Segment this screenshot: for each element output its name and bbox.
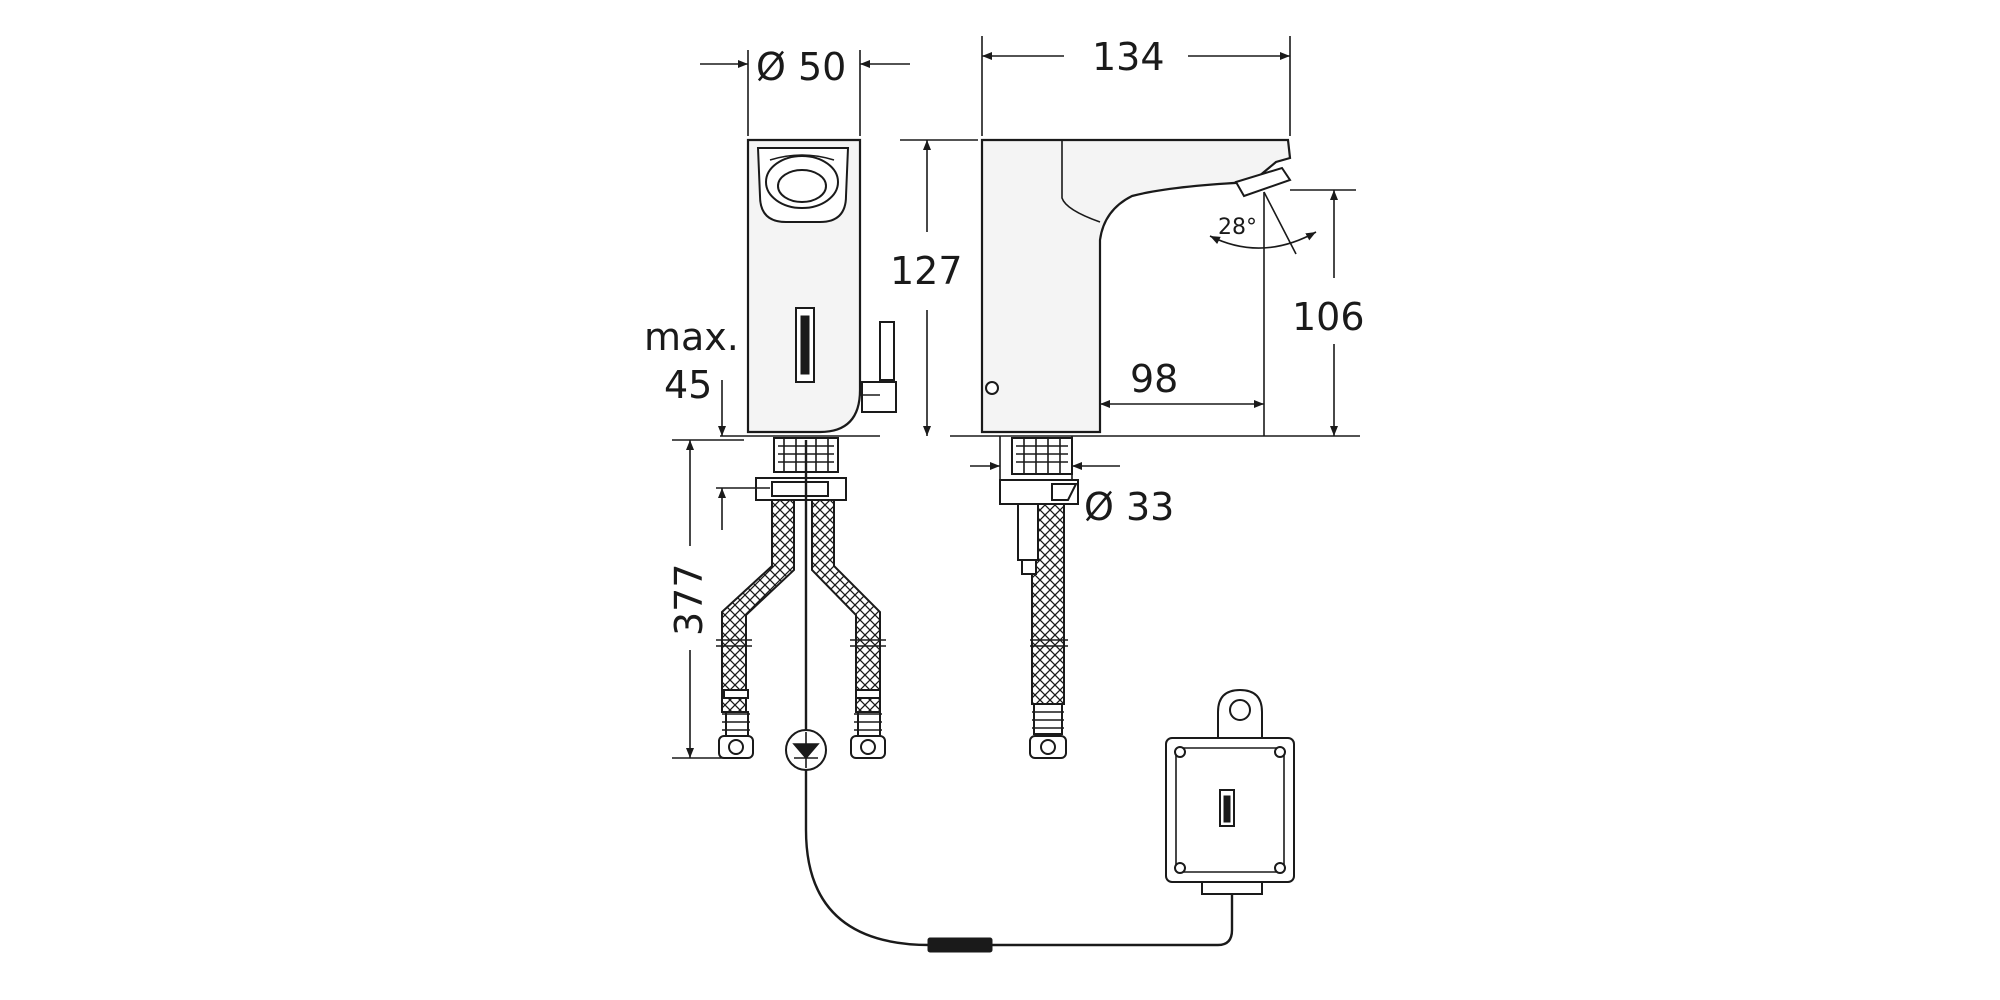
dim-max-label: max. (644, 315, 739, 359)
front-hose-left (716, 499, 795, 759)
diode-symbol (785, 729, 827, 771)
dim-max-value: 45 (664, 363, 712, 407)
cable-connector (927, 937, 993, 953)
dim-height-left: 127 (890, 249, 963, 293)
dim-diameter-top: Ø 50 (756, 45, 846, 89)
faucet-side-view (950, 138, 1360, 759)
faucet-front-view (716, 138, 1234, 953)
front-hose-right (811, 499, 886, 759)
dim-width-top: 134 (1092, 35, 1165, 79)
front-thread-block (755, 437, 847, 501)
dim-diameter-bottom: Ø 33 (1084, 485, 1174, 529)
dim-hose-length: 377 (667, 563, 711, 636)
control-box (1165, 688, 1295, 895)
dim-reach: 98 (1130, 357, 1178, 401)
dim-angle: 28° (1218, 215, 1257, 240)
dimension-lines (672, 36, 1356, 759)
dim-height-right: 106 (1292, 295, 1365, 339)
